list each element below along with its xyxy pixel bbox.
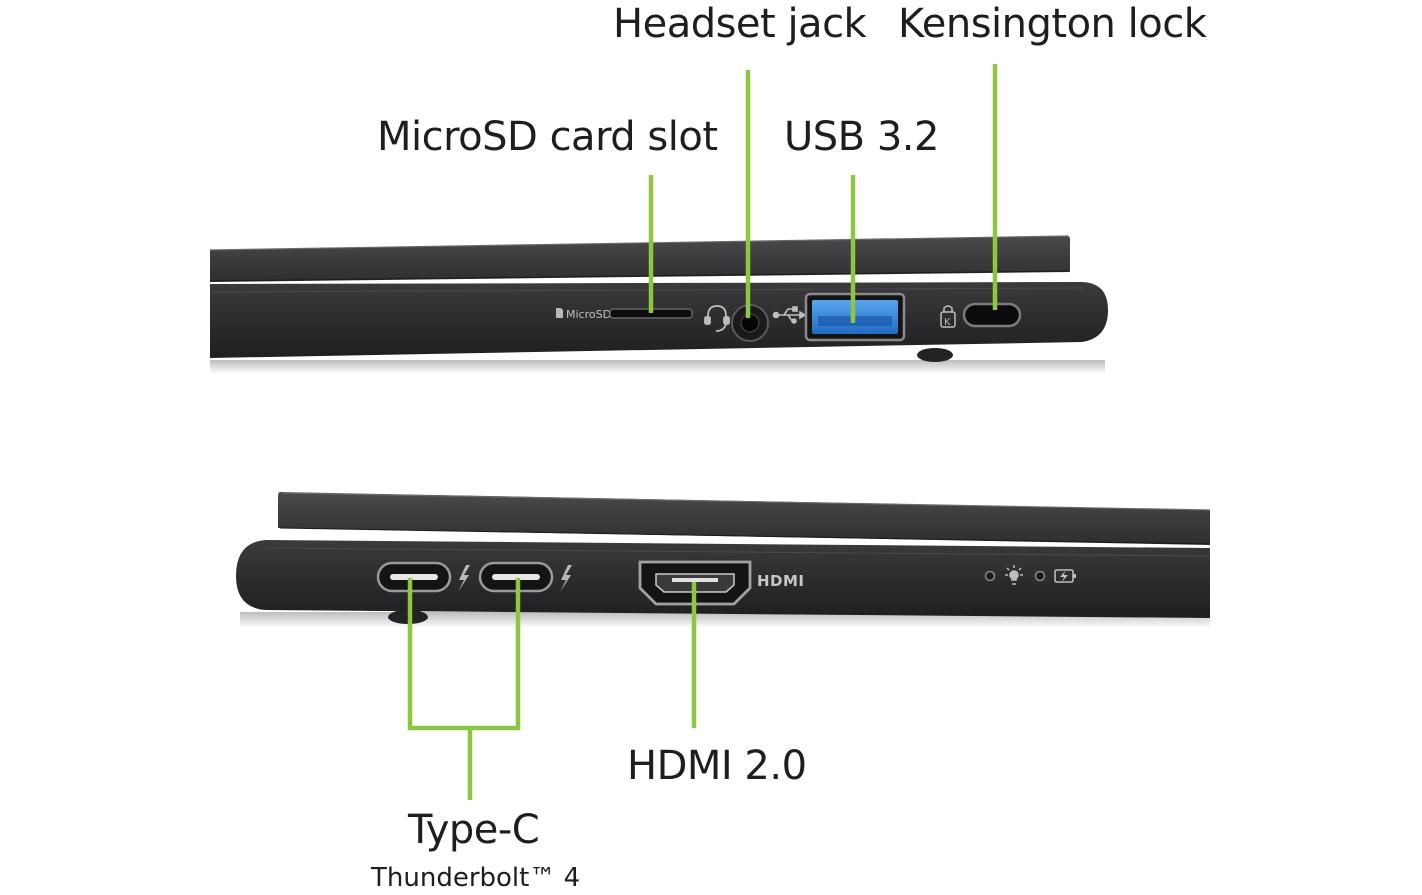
label-hdmi-2-0: HDMI 2.0 xyxy=(627,743,807,789)
label-thunderbolt-4: Thunderbolt™ 4 xyxy=(371,863,581,893)
label-microsd-card-slot: MicroSD card slot xyxy=(377,114,718,160)
type-c-port-1 xyxy=(376,561,452,593)
laptop-right-side: MicroSD xyxy=(209,235,1108,374)
lid xyxy=(278,492,1210,545)
microsd-marking: MicroSD xyxy=(566,308,611,321)
laptop-left-side: HDMI xyxy=(236,492,1211,628)
type-c-port-2 xyxy=(478,561,554,593)
label-usb-3-2: USB 3.2 xyxy=(784,114,939,160)
kensington-lock-icon: K xyxy=(940,305,956,328)
shadow xyxy=(240,612,1210,628)
rubber-foot xyxy=(917,348,953,362)
sd-card-icon xyxy=(556,308,563,318)
power-led xyxy=(984,570,996,582)
leader-lines xyxy=(407,64,998,800)
label-headset-jack: Headset jack xyxy=(613,1,867,47)
lock-marking: K xyxy=(944,317,951,328)
headset-icon xyxy=(704,305,730,332)
power-sun-icon xyxy=(1005,565,1023,585)
label-kensington-lock: Kensington lock xyxy=(898,1,1207,47)
hdmi-marking: HDMI xyxy=(757,572,805,590)
lightning-bolt-icon xyxy=(560,565,572,592)
shadow xyxy=(210,360,1105,374)
leader-type-c-bracket xyxy=(407,578,521,731)
label-type-c: Type-C xyxy=(408,807,540,853)
usb-trident-icon xyxy=(772,306,807,324)
battery-led xyxy=(1034,570,1046,582)
lightning-bolt-icon xyxy=(458,565,470,592)
kensington-lock-slot xyxy=(962,302,1022,328)
battery-charging-icon xyxy=(1054,569,1076,583)
